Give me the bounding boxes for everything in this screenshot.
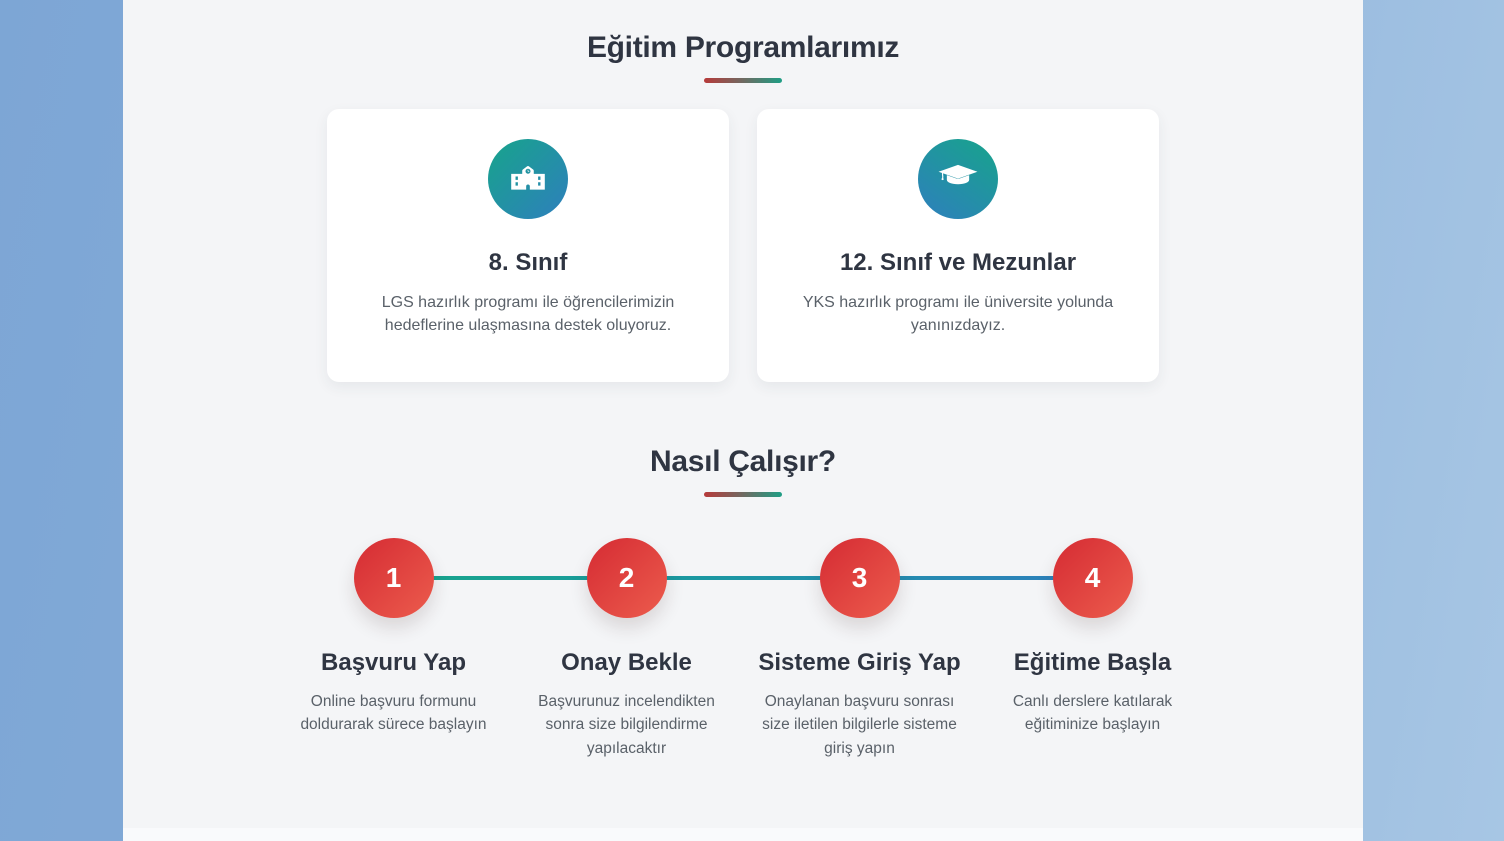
step-title: Başvuru Yap: [321, 649, 466, 676]
step-number: 2: [618, 562, 635, 593]
step-title: Eğitime Başla: [1013, 649, 1172, 676]
step-title: Sisteme Giriş Yap: [758, 649, 961, 676]
step-description: Onaylanan başvuru sonrası size iletilen …: [762, 693, 957, 757]
how-it-works-title: Nasıl Çalışır?: [650, 445, 836, 478]
program-card-12-sinif[interactable]: 12. Sınıf ve Mezunlar YKS hazırlık progr…: [757, 109, 1159, 382]
step-number-badge: 3: [819, 538, 900, 618]
step-description: Canlı derslere katılarak eğitiminize baş…: [1012, 693, 1173, 734]
step-number: 1: [385, 562, 402, 593]
step-title: Onay Bekle: [561, 649, 692, 676]
step-number-badge: 4: [1052, 538, 1133, 618]
step-number-badge: 1: [353, 538, 434, 618]
program-card-8-sinif[interactable]: 8. Sınıf LGS hazırlık programı ile öğren…: [327, 109, 729, 382]
card-description: YKS hazırlık programı ile üniversite yol…: [802, 294, 1114, 335]
step-description: Online başvuru formunu doldurarak sürece…: [300, 693, 487, 734]
programs-section: Eğitim Programlarımız 8. Sınıf LGS hazır…: [123, 0, 1363, 382]
graduation-cap-icon: [937, 160, 979, 199]
card-description: LGS hazırlık programı ile öğrencilerimiz…: [381, 294, 675, 335]
card-icon-circle: [918, 139, 998, 219]
step-description: Başvurunuz incelendikten sonra size bilg…: [538, 693, 715, 757]
section-divider: [704, 78, 782, 83]
card-icon-circle: [488, 139, 568, 219]
step-egitime-basla: 4 Eğitime Başla Canlı derslere katılarak…: [976, 538, 1209, 760]
card-title: 8. Sınıf: [488, 249, 568, 276]
steps: 1 Başvuru Yap Online başvuru formunu dol…: [277, 538, 1209, 760]
school-icon: [507, 160, 549, 199]
next-section-edge: [123, 828, 1363, 841]
step-basvuru-yap: 1 Başvuru Yap Online başvuru formunu dol…: [277, 538, 510, 760]
program-cards: 8. Sınıf LGS hazırlık programı ile öğren…: [123, 109, 1363, 382]
step-sisteme-giris-yap: 3 Sisteme Giriş Yap Onaylanan başvuru so…: [743, 538, 976, 760]
step-number: 3: [851, 562, 868, 593]
step-number-badge: 2: [586, 538, 667, 618]
page-content: Eğitim Programlarımız 8. Sınıf LGS hazır…: [123, 0, 1363, 841]
step-connector-line: [393, 576, 1095, 580]
step-number: 4: [1084, 562, 1101, 593]
section-divider: [704, 492, 782, 497]
programs-section-title: Eğitim Programlarımız: [586, 31, 900, 64]
how-it-works-section: Nasıl Çalışır? 1 Başvuru Yap Online başv…: [123, 382, 1363, 760]
card-title: 12. Sınıf ve Mezunlar: [839, 249, 1077, 276]
step-onay-bekle: 2 Onay Bekle Başvurunuz incelendikten so…: [510, 538, 743, 760]
